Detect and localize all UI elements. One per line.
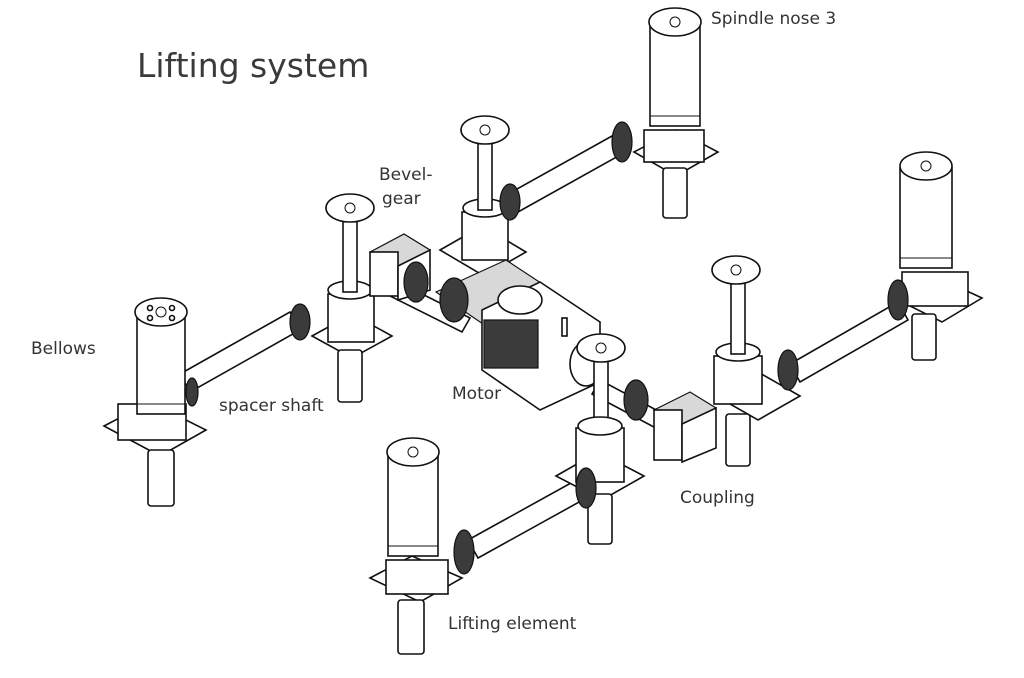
spindle-nose-jack — [611, 7, 720, 219]
label-motor: Motor — [452, 384, 502, 404]
diagram-title: Lifting system — [137, 46, 370, 85]
bellows-jack-right — [887, 151, 984, 361]
jack-top — [438, 115, 528, 277]
bevel-gear-b — [623, 379, 718, 464]
label-coupling: Coupling — [680, 488, 755, 508]
label-bellows: Bellows — [31, 339, 96, 359]
label-bevel-gear-line2: gear — [382, 189, 421, 209]
lifting-element-jack — [368, 437, 475, 655]
spacer-shaft-top — [506, 134, 624, 214]
label-spacer-shaft: spacer shaft — [219, 396, 324, 416]
jack-right — [711, 255, 802, 467]
jack-front — [554, 416, 646, 545]
motor — [403, 259, 603, 411]
spacer-shaft-front — [466, 476, 592, 560]
label-lifting-element: Lifting element — [448, 614, 577, 634]
label-spindle-nose: Spindle nose 3 — [711, 9, 837, 29]
spacer-shaft-left — [178, 310, 302, 394]
bellows-jack-left — [102, 297, 208, 507]
jack-back-left — [289, 193, 394, 403]
label-bevel-gear-line1: Bevel- — [379, 165, 433, 185]
jack-center — [576, 333, 626, 431]
